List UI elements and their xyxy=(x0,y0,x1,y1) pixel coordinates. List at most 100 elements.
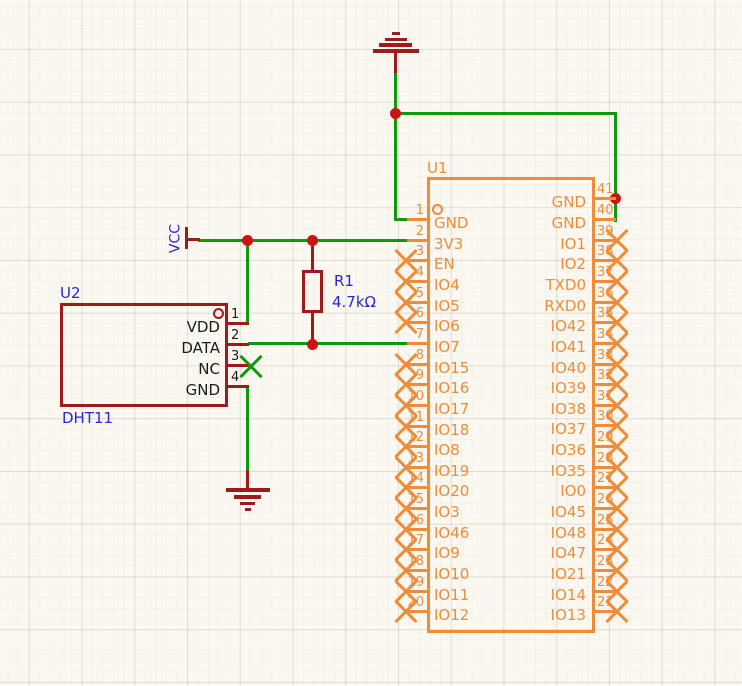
ground-symbol-icon xyxy=(384,37,407,41)
pin-name: IO9 xyxy=(434,544,460,562)
wire-gnd-top-vertical[interactable] xyxy=(394,72,397,221)
pin-stub[interactable] xyxy=(594,548,616,551)
no-connect-x-icon[interactable] xyxy=(605,599,629,623)
pin-stub[interactable] xyxy=(594,610,616,613)
wire-u2-gnd-down[interactable] xyxy=(246,385,249,472)
pin-stub[interactable] xyxy=(407,321,428,324)
wire-vcc-rail[interactable] xyxy=(198,239,409,242)
pin-stub[interactable] xyxy=(594,321,616,324)
pin-stub[interactable] xyxy=(407,301,428,304)
u2-ref-label[interactable]: U2 xyxy=(60,284,81,302)
r1-ref-label[interactable]: R1 xyxy=(334,272,354,290)
pin-stub[interactable] xyxy=(407,239,428,242)
resistor-r1-body[interactable] xyxy=(302,270,323,313)
u1-component-body[interactable] xyxy=(427,177,595,633)
pin-stub[interactable] xyxy=(407,590,428,593)
pin-name: IO11 xyxy=(434,586,470,604)
pin-stub[interactable] xyxy=(407,507,428,510)
ground-symbol-icon xyxy=(372,49,419,53)
ground-symbol-icon xyxy=(225,488,270,492)
pin-stub[interactable] xyxy=(594,197,616,200)
pin-stub[interactable] xyxy=(594,218,616,221)
pin-stub[interactable] xyxy=(594,404,616,407)
pin-name: VDD xyxy=(186,318,220,336)
u1-ref-label[interactable]: U1 xyxy=(427,159,448,177)
pin-stub[interactable] xyxy=(407,486,428,489)
pin-stub[interactable] xyxy=(407,610,428,613)
pin-stub[interactable] xyxy=(407,548,428,551)
pin-stub[interactable] xyxy=(228,385,249,388)
vcc-net-label[interactable]: VCC xyxy=(167,223,184,254)
pin-stub[interactable] xyxy=(594,280,616,283)
vcc-symbol-stem xyxy=(186,238,200,241)
pin-name: DATA xyxy=(181,339,220,357)
pin-stub[interactable] xyxy=(407,280,428,283)
pin-name: IO21 xyxy=(550,565,586,583)
pin-stub[interactable] xyxy=(594,383,616,386)
pin-name: IO39 xyxy=(550,379,586,397)
no-connect-x-icon[interactable] xyxy=(239,354,263,378)
pin-name: IO1 xyxy=(560,235,586,253)
pin-stub[interactable] xyxy=(594,528,616,531)
pin-number: 4 xyxy=(231,370,240,385)
pin-name: IO40 xyxy=(550,359,586,377)
pin-stub[interactable] xyxy=(594,569,616,572)
no-connect-x-icon[interactable] xyxy=(394,599,418,623)
pin-stub[interactable] xyxy=(594,342,616,345)
pin-stub[interactable] xyxy=(407,218,428,221)
pin-name: IO2 xyxy=(560,255,586,273)
pin-stub[interactable] xyxy=(407,363,428,366)
pin-stub[interactable] xyxy=(594,486,616,489)
wire-gnd-top-horizontal[interactable] xyxy=(394,111,617,115)
pin-name: GND xyxy=(185,381,220,399)
pin-stub[interactable] xyxy=(228,322,249,325)
u1-pin1-dot-icon xyxy=(432,204,443,215)
pin-stub[interactable] xyxy=(407,425,428,428)
pin-stub[interactable] xyxy=(594,445,616,448)
pin-stub[interactable] xyxy=(594,259,616,262)
pin-stub[interactable] xyxy=(594,590,616,593)
pin-stub[interactable] xyxy=(594,239,616,242)
pin-stub[interactable] xyxy=(407,569,428,572)
u2-component-body[interactable] xyxy=(60,303,228,407)
pin-name: IO38 xyxy=(550,400,586,418)
pin-name: IO0 xyxy=(560,482,586,500)
pin-name: IO20 xyxy=(434,482,470,500)
wire-u1-pin1-entry[interactable] xyxy=(394,218,409,221)
pin-number: 1 xyxy=(415,203,424,218)
pin-stub[interactable] xyxy=(407,528,428,531)
u2-value-label[interactable]: DHT11 xyxy=(62,409,114,427)
pin-stub[interactable] xyxy=(407,342,428,345)
wire-vcc-to-vdd[interactable] xyxy=(246,239,249,324)
pin-name: IO46 xyxy=(434,524,470,542)
ground-symbol-icon xyxy=(379,43,412,47)
pin-stub[interactable] xyxy=(228,343,249,346)
pin-name: IO5 xyxy=(434,297,460,315)
pin-number: 3 xyxy=(415,244,424,259)
pin-stub[interactable] xyxy=(228,364,249,367)
pin-name: IO47 xyxy=(550,544,586,562)
pin-name: IO17 xyxy=(434,400,470,418)
wire-data[interactable] xyxy=(248,342,408,345)
pin-name: IO15 xyxy=(434,359,470,377)
pin-stub[interactable] xyxy=(594,466,616,469)
resistor-lead[interactable] xyxy=(310,241,314,270)
pin-stub[interactable] xyxy=(407,466,428,469)
wire-gnd-right-vertical[interactable] xyxy=(614,111,617,222)
pin-number: 41 xyxy=(597,182,614,197)
pin-stub[interactable] xyxy=(407,445,428,448)
r1-value-label[interactable]: 4.7kΩ xyxy=(332,293,377,311)
pin-stub[interactable] xyxy=(594,424,616,427)
pin-stub[interactable] xyxy=(407,383,428,386)
pin-stub[interactable] xyxy=(594,301,616,304)
pin-stub[interactable] xyxy=(407,259,428,262)
pin-name: RXD0 xyxy=(544,297,586,315)
resistor-lead[interactable] xyxy=(310,312,314,343)
pin-stub[interactable] xyxy=(407,404,428,407)
pin-name: IO10 xyxy=(434,565,470,583)
pin-stub[interactable] xyxy=(594,363,616,366)
ground-symbol-icon xyxy=(244,507,251,511)
pin-stub[interactable] xyxy=(594,507,616,510)
pin-name: IO41 xyxy=(550,338,586,356)
